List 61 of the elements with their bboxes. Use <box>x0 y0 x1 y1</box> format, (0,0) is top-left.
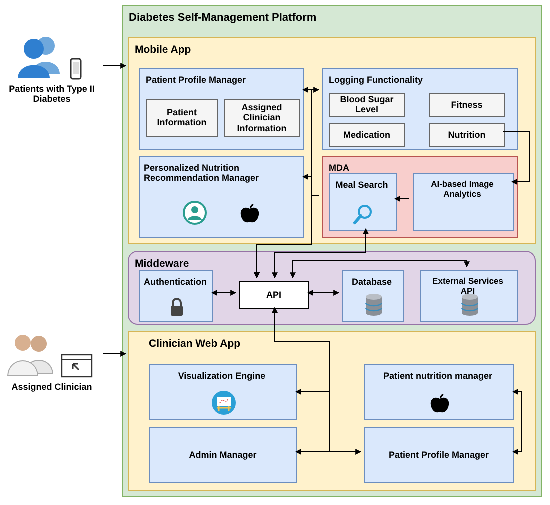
box-label: Assigned Clinician <box>10 382 94 392</box>
info-box <box>224 99 300 137</box>
module-box <box>322 68 518 150</box>
box-title: Authentication <box>144 277 206 288</box>
box-label: Patients with Type II Diabetes <box>8 84 96 105</box>
box-label: Assigned Clinician Information <box>236 102 288 134</box>
module-box <box>149 427 297 483</box>
info-box <box>146 99 218 137</box>
module-box <box>149 364 297 420</box>
module-box <box>364 427 514 483</box>
box-title: Clinician Web App <box>149 338 241 350</box>
box-title: Mobile App <box>135 44 192 56</box>
box-title: External Services API <box>432 277 504 297</box>
box-title: Database <box>350 277 394 288</box>
box-label: Blood Sugar Level <box>339 94 395 116</box>
module-box <box>139 68 304 150</box>
box-title: MDA <box>329 163 350 174</box>
module-box <box>139 270 213 322</box>
box-title: Patient nutrition manager <box>382 371 494 382</box>
module-box <box>342 270 404 322</box>
box-label: Nutrition <box>447 130 487 140</box>
box-label: Medication <box>342 130 392 140</box>
platform-panel <box>122 5 542 497</box>
arrow <box>502 132 530 185</box>
box-title: Logging Functionality <box>329 75 423 86</box>
box-label: API <box>265 290 282 300</box>
arrow <box>272 307 362 455</box>
arrow <box>512 389 522 455</box>
module-panel <box>322 156 518 238</box>
arrow <box>307 290 340 296</box>
info-box <box>329 93 405 117</box>
module-box <box>139 156 304 238</box>
arrow <box>211 290 237 296</box>
arrow <box>102 63 127 69</box>
box-label: Fitness <box>450 100 484 110</box>
api-box <box>239 281 309 309</box>
app-panel <box>128 37 536 244</box>
box-title: Middeware <box>135 258 190 270</box>
middleware-panel <box>128 251 536 325</box>
box-label: Patient Information <box>156 108 208 128</box>
arrow <box>254 196 320 279</box>
box-title: Diabetes Self-Management Platform <box>129 12 317 25</box>
info-box <box>329 123 405 147</box>
module-box <box>413 173 514 231</box>
arrow <box>272 228 369 279</box>
arrow <box>394 196 410 202</box>
box-title: AI-based Image Analytics <box>430 180 495 200</box>
module-box <box>420 270 518 322</box>
box-label: Patient Profile Manager <box>388 450 490 460</box>
info-box <box>429 123 505 147</box>
arrow <box>290 260 470 279</box>
box-label: Admin Manager <box>188 450 258 460</box>
module-box <box>329 173 397 231</box>
app-panel <box>128 331 536 491</box>
box-title: Personalized Nutrition Recommendation Manager <box>144 163 260 184</box>
module-box <box>364 364 514 420</box>
info-box <box>429 93 505 117</box>
box-title: Meal Search <box>334 180 390 190</box>
box-title: Patient Profile Manager <box>146 75 246 86</box>
box-title: Visualization Engine <box>177 371 267 382</box>
arrow <box>102 351 127 357</box>
